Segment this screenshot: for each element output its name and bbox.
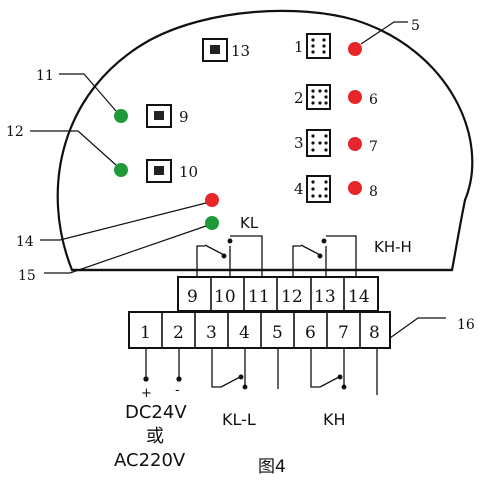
power-leads [143,348,182,382]
figure-caption: 图4 [258,457,286,477]
terminal-7: 7 [338,323,349,343]
green-led-11 [114,109,128,123]
label-12: 12 [6,124,24,140]
relay-kll-contact [211,348,279,390]
power-plus: + [141,386,152,401]
terminal-2: 2 [173,323,184,343]
dip-switch-2 [306,84,331,110]
power-minus: - [175,383,180,398]
terminal-9: 9 [187,287,198,307]
terminal-11: 11 [248,287,270,307]
label-7: 7 [369,139,378,155]
label-5: 5 [411,18,420,34]
terminal-13: 13 [314,287,336,307]
terminal-6: 6 [305,323,316,343]
terminal-1: 1 [140,323,151,343]
leader-16 [389,317,446,339]
dip-label-2: 2 [294,89,304,107]
leader-5 [360,21,408,45]
label-15: 15 [18,268,36,284]
relay-label-kll: KL-L [222,410,256,429]
terminal-4: 4 [239,323,250,343]
label-9: 9 [179,108,189,126]
leader-11 [59,73,117,112]
relay-kh-contact [310,348,378,395]
terminal-10: 10 [214,287,236,307]
relay-label-kl: KL [240,214,259,232]
relay-kl-contact [196,235,263,277]
leader-15 [44,225,207,274]
red-led-8 [348,181,362,195]
terminal-8: 8 [369,323,380,343]
dip-switch-3 [306,129,331,157]
terminal-14: 14 [348,287,370,307]
green-led-15 [205,216,219,230]
dip-label-1: 1 [294,38,304,56]
leader-12 [30,130,117,166]
power-ac: AC220V [114,450,186,471]
enclosure-outline [56,9,474,272]
button-13 [202,38,228,62]
terminal-12: 12 [281,287,303,307]
label-14: 14 [16,234,34,250]
terminal-3: 3 [206,323,217,343]
dip-label-3: 3 [294,134,304,152]
relay-label-khh: KH-H [374,238,412,256]
terminal-5: 5 [272,323,283,343]
button-9 [146,104,172,128]
red-led-5 [348,42,362,56]
label-16: 16 [457,317,475,333]
dip-switch-1 [306,33,331,59]
label-13: 13 [231,42,250,60]
power-or: 或 [146,426,164,447]
leader-14 [40,202,207,241]
power-dc: DC24V [125,402,187,423]
relay-label-kh: KH [323,410,346,429]
label-11: 11 [36,68,54,84]
red-led-14 [205,193,219,207]
button-10 [146,159,172,183]
relay-khh-contact [292,235,357,277]
label-8: 8 [369,184,378,200]
dip-switch-4 [306,175,331,203]
label-10: 10 [179,163,198,181]
red-led-7 [348,137,362,151]
lower-terminal-block [128,311,391,349]
green-led-12 [114,163,128,177]
dip-label-4: 4 [294,180,304,198]
red-led-6 [348,90,362,104]
label-6: 6 [369,92,378,108]
